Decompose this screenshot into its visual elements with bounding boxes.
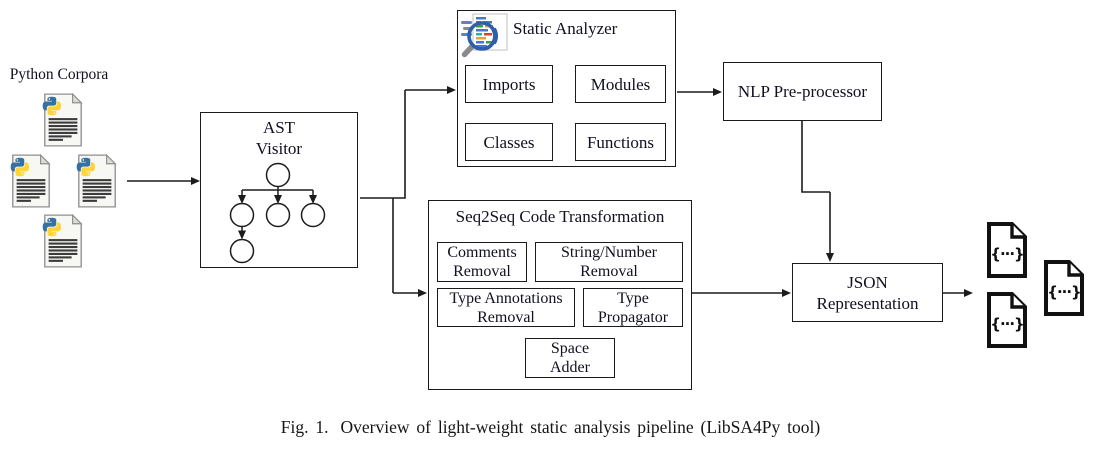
type-propagator-box: Type Propagator xyxy=(583,288,683,327)
python-file-icon xyxy=(74,153,120,209)
python-file-icon xyxy=(40,213,86,269)
json-file-icon: {···} xyxy=(1042,260,1086,316)
json-box-line2: Representation xyxy=(816,293,919,313)
classes-box: Classes xyxy=(465,123,553,161)
python-file-icon xyxy=(40,92,86,148)
type-annotations-line2: Removal xyxy=(477,308,535,326)
space-adder-line1: Space xyxy=(550,340,590,357)
type-annotations-removal-box: Type Annotations Removal xyxy=(437,288,575,327)
line-nlp-step xyxy=(801,121,830,193)
ast-title-line1: AST xyxy=(262,118,296,137)
json-file-icon: {···} xyxy=(985,222,1029,278)
imports-box: Imports xyxy=(465,65,553,103)
comments-removal-line2: Removal xyxy=(453,263,511,280)
python-file-icon xyxy=(8,153,54,209)
json-representation-box: JSON Representation xyxy=(792,263,943,322)
figure-caption: Fig. 1. Overview of light-weight static a… xyxy=(0,417,1101,438)
ast-visitor-title: AST Visitor xyxy=(200,117,358,159)
comments-removal-box: Comments Removal xyxy=(437,242,527,282)
string-number-line2: Removal xyxy=(580,263,638,280)
figure-caption-label: Fig. 1. xyxy=(280,417,329,437)
type-propagator-line2: Propagator xyxy=(597,308,669,326)
seq2seq-title: Seq2Seq Code Transformation xyxy=(455,207,665,226)
ast-tree-graphic xyxy=(229,162,326,264)
nlp-preprocessor-box: NLP Pre-processor xyxy=(723,62,882,121)
svg-text:{···}: {···} xyxy=(1047,283,1080,301)
string-number-line1: String/Number xyxy=(561,244,657,261)
static-analyzer-icon xyxy=(461,13,508,58)
json-box-line1: JSON xyxy=(847,272,888,292)
json-file-icon: {···} xyxy=(985,292,1029,348)
comments-removal-line1: Comments xyxy=(447,244,517,261)
type-annotations-line1: Type Annotations xyxy=(449,289,563,307)
type-propagator-line1: Type xyxy=(617,289,649,307)
figure-caption-text: Overview of light-weight static analysis… xyxy=(340,417,821,437)
svg-text:{···}: {···} xyxy=(990,315,1023,333)
static-analyzer-title: Static Analyzer xyxy=(513,19,618,38)
modules-box: Modules xyxy=(575,65,666,103)
space-adder-line2: Adder xyxy=(550,359,590,376)
space-adder-box: Space Adder xyxy=(525,338,615,378)
line-ast-branch xyxy=(360,90,406,199)
ast-title-line2: Visitor xyxy=(255,139,303,158)
string-number-removal-box: String/Number Removal xyxy=(535,242,683,282)
python-corpora-label: Python Corpora xyxy=(9,66,109,83)
functions-box: Functions xyxy=(575,123,666,161)
svg-text:{···}: {···} xyxy=(990,245,1023,263)
